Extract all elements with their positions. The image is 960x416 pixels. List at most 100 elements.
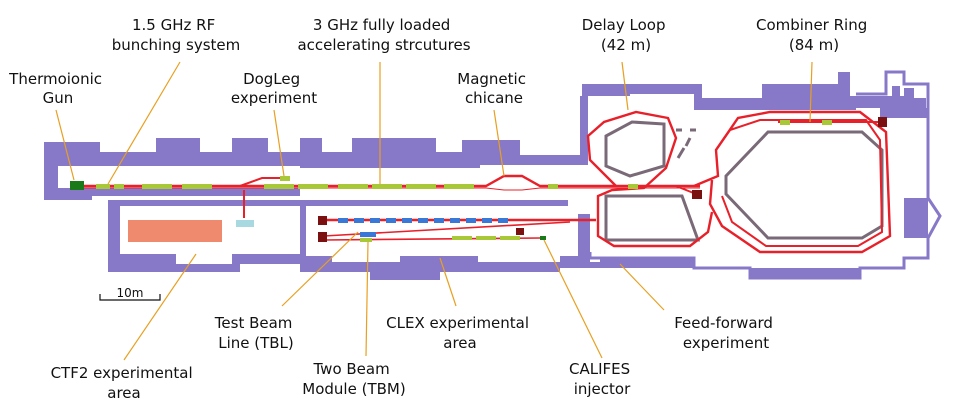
delay-loop-lower-inner <box>604 194 701 242</box>
delay-top-block <box>582 84 630 96</box>
delay-loop-inner <box>604 120 666 178</box>
tbl-module <box>434 218 444 223</box>
label-clex: CLEX experimental area <box>386 314 534 352</box>
label-accel: 3 GHz fully loaded accelerating strcutur… <box>297 16 470 54</box>
label-chicane: Magnetic chicane <box>457 70 530 107</box>
accel-structure-6 <box>372 184 402 189</box>
tbl-module <box>386 218 396 223</box>
label-tbl-line1: Test Beam <box>214 314 293 332</box>
label-dogleg-line1: DogLeg <box>243 70 300 88</box>
thermoionic-gun <box>70 181 84 190</box>
scale-bar-line <box>99 294 161 301</box>
label-rf-line2: bunching system <box>112 36 240 54</box>
dogleg-element <box>280 176 290 181</box>
leader-gun <box>55 109 75 181</box>
combiner-outer-wall <box>588 70 942 280</box>
leader-feedforward <box>619 263 665 311</box>
scale-bar-label: 10m <box>117 286 144 300</box>
tbl-decelerating-modules <box>338 218 508 223</box>
tbl-module <box>338 218 348 223</box>
delay-loop-beam <box>586 110 714 248</box>
chicane-element <box>548 184 558 189</box>
rings <box>586 110 892 254</box>
linac-bottom-wall <box>44 188 300 200</box>
accel-structure-4 <box>298 184 328 189</box>
leader-tbm <box>365 241 369 357</box>
building-walls <box>44 70 942 280</box>
label-chicane-line1: Magnetic <box>457 70 526 88</box>
tbl-module <box>498 218 508 223</box>
leader-rf <box>107 61 181 185</box>
label-delay: Delay Loop (42 m) <box>582 16 671 54</box>
dogleg-target-box <box>236 220 254 227</box>
label-accel-line2: accelerating strcutures <box>297 36 470 54</box>
tbl-module <box>402 218 412 223</box>
tbm-accel <box>360 238 372 242</box>
leader-tbl <box>281 231 359 307</box>
label-feedforward-line1: Feed-forward <box>674 314 773 332</box>
combiner-right-wall <box>904 198 928 238</box>
label-califes-line2: injector <box>574 380 631 398</box>
dogleg-branch <box>239 177 286 187</box>
linac-top-wall <box>44 72 928 168</box>
tbl-module <box>354 218 364 223</box>
label-feedforward: Feed-forward experiment <box>674 314 778 352</box>
califes-dump <box>516 228 524 235</box>
leader-dogleg <box>273 109 285 177</box>
combiner-top-wall <box>856 96 886 108</box>
combiner-dump <box>878 117 887 127</box>
leader-ctf2 <box>123 253 197 361</box>
label-rf-line1: 1.5 GHz RF <box>132 16 215 34</box>
combiner-bottom-wall <box>750 268 860 278</box>
combiner-ring-inner-beam <box>715 119 884 247</box>
linac-beamline <box>70 174 702 218</box>
tbl-module <box>482 218 492 223</box>
label-tbm: Two Beam Module (TBM) <box>302 360 405 398</box>
label-combiner-line2: (84 m) <box>789 36 839 54</box>
leader-combiner <box>809 61 813 123</box>
delay-dash-4 <box>684 137 692 147</box>
combiner-inner <box>724 130 884 240</box>
califes-gun <box>540 236 546 240</box>
linac-dump <box>692 190 702 199</box>
accel-structure-5 <box>338 184 368 189</box>
label-clex-line1: CLEX experimental <box>386 314 529 332</box>
label-califes-line1: CALIFES <box>569 360 630 378</box>
label-ctf2-line2: area <box>107 384 140 402</box>
ctf2-hall-wall <box>108 200 300 272</box>
delay-entry-element <box>628 184 638 189</box>
tbl-dump <box>318 216 327 225</box>
label-ctf2: CTF2 experimental area <box>51 364 198 402</box>
ff-lower-wall <box>600 258 694 268</box>
label-califes: CALIFES injector <box>569 360 635 398</box>
labels: Thermoionic Gun 1.5 GHz RF bunching syst… <box>8 16 872 402</box>
label-gun-line1: Thermoionic <box>8 70 102 88</box>
tbm-module <box>360 232 376 237</box>
clex-beamlines <box>318 216 596 242</box>
label-chicane-line2: chicane <box>465 89 523 107</box>
label-clex-line2: area <box>443 334 476 352</box>
label-dogleg-line2: experiment <box>231 89 317 107</box>
linac-left-cap <box>44 142 58 200</box>
tbm-dump <box>318 232 327 242</box>
combiner-element-1 <box>780 120 790 125</box>
label-gun: Thermoionic Gun <box>8 70 107 107</box>
label-feedforward-line2: experiment <box>683 334 769 352</box>
label-combiner: Combiner Ring (84 m) <box>756 16 872 54</box>
label-tbl-line2: Line (TBL) <box>218 334 294 352</box>
tbl-module <box>370 218 380 223</box>
label-rf: 1.5 GHz RF bunching system <box>112 16 240 54</box>
califes-structure-1 <box>452 236 472 240</box>
label-dogleg: DogLeg experiment <box>231 70 317 107</box>
clex-hall-wall <box>300 200 600 280</box>
accel-structure-8 <box>444 184 474 189</box>
label-tbl: Test Beam Line (TBL) <box>214 314 297 352</box>
accel-structure-2 <box>182 184 212 189</box>
label-combiner-line1: Combiner Ring <box>756 16 867 34</box>
delay-dash-3 <box>676 147 686 159</box>
label-tbm-line1: Two Beam <box>313 360 390 378</box>
label-delay-line1: Delay Loop <box>582 16 666 34</box>
califes-structure-3 <box>500 236 520 240</box>
tbl-module <box>418 218 428 223</box>
